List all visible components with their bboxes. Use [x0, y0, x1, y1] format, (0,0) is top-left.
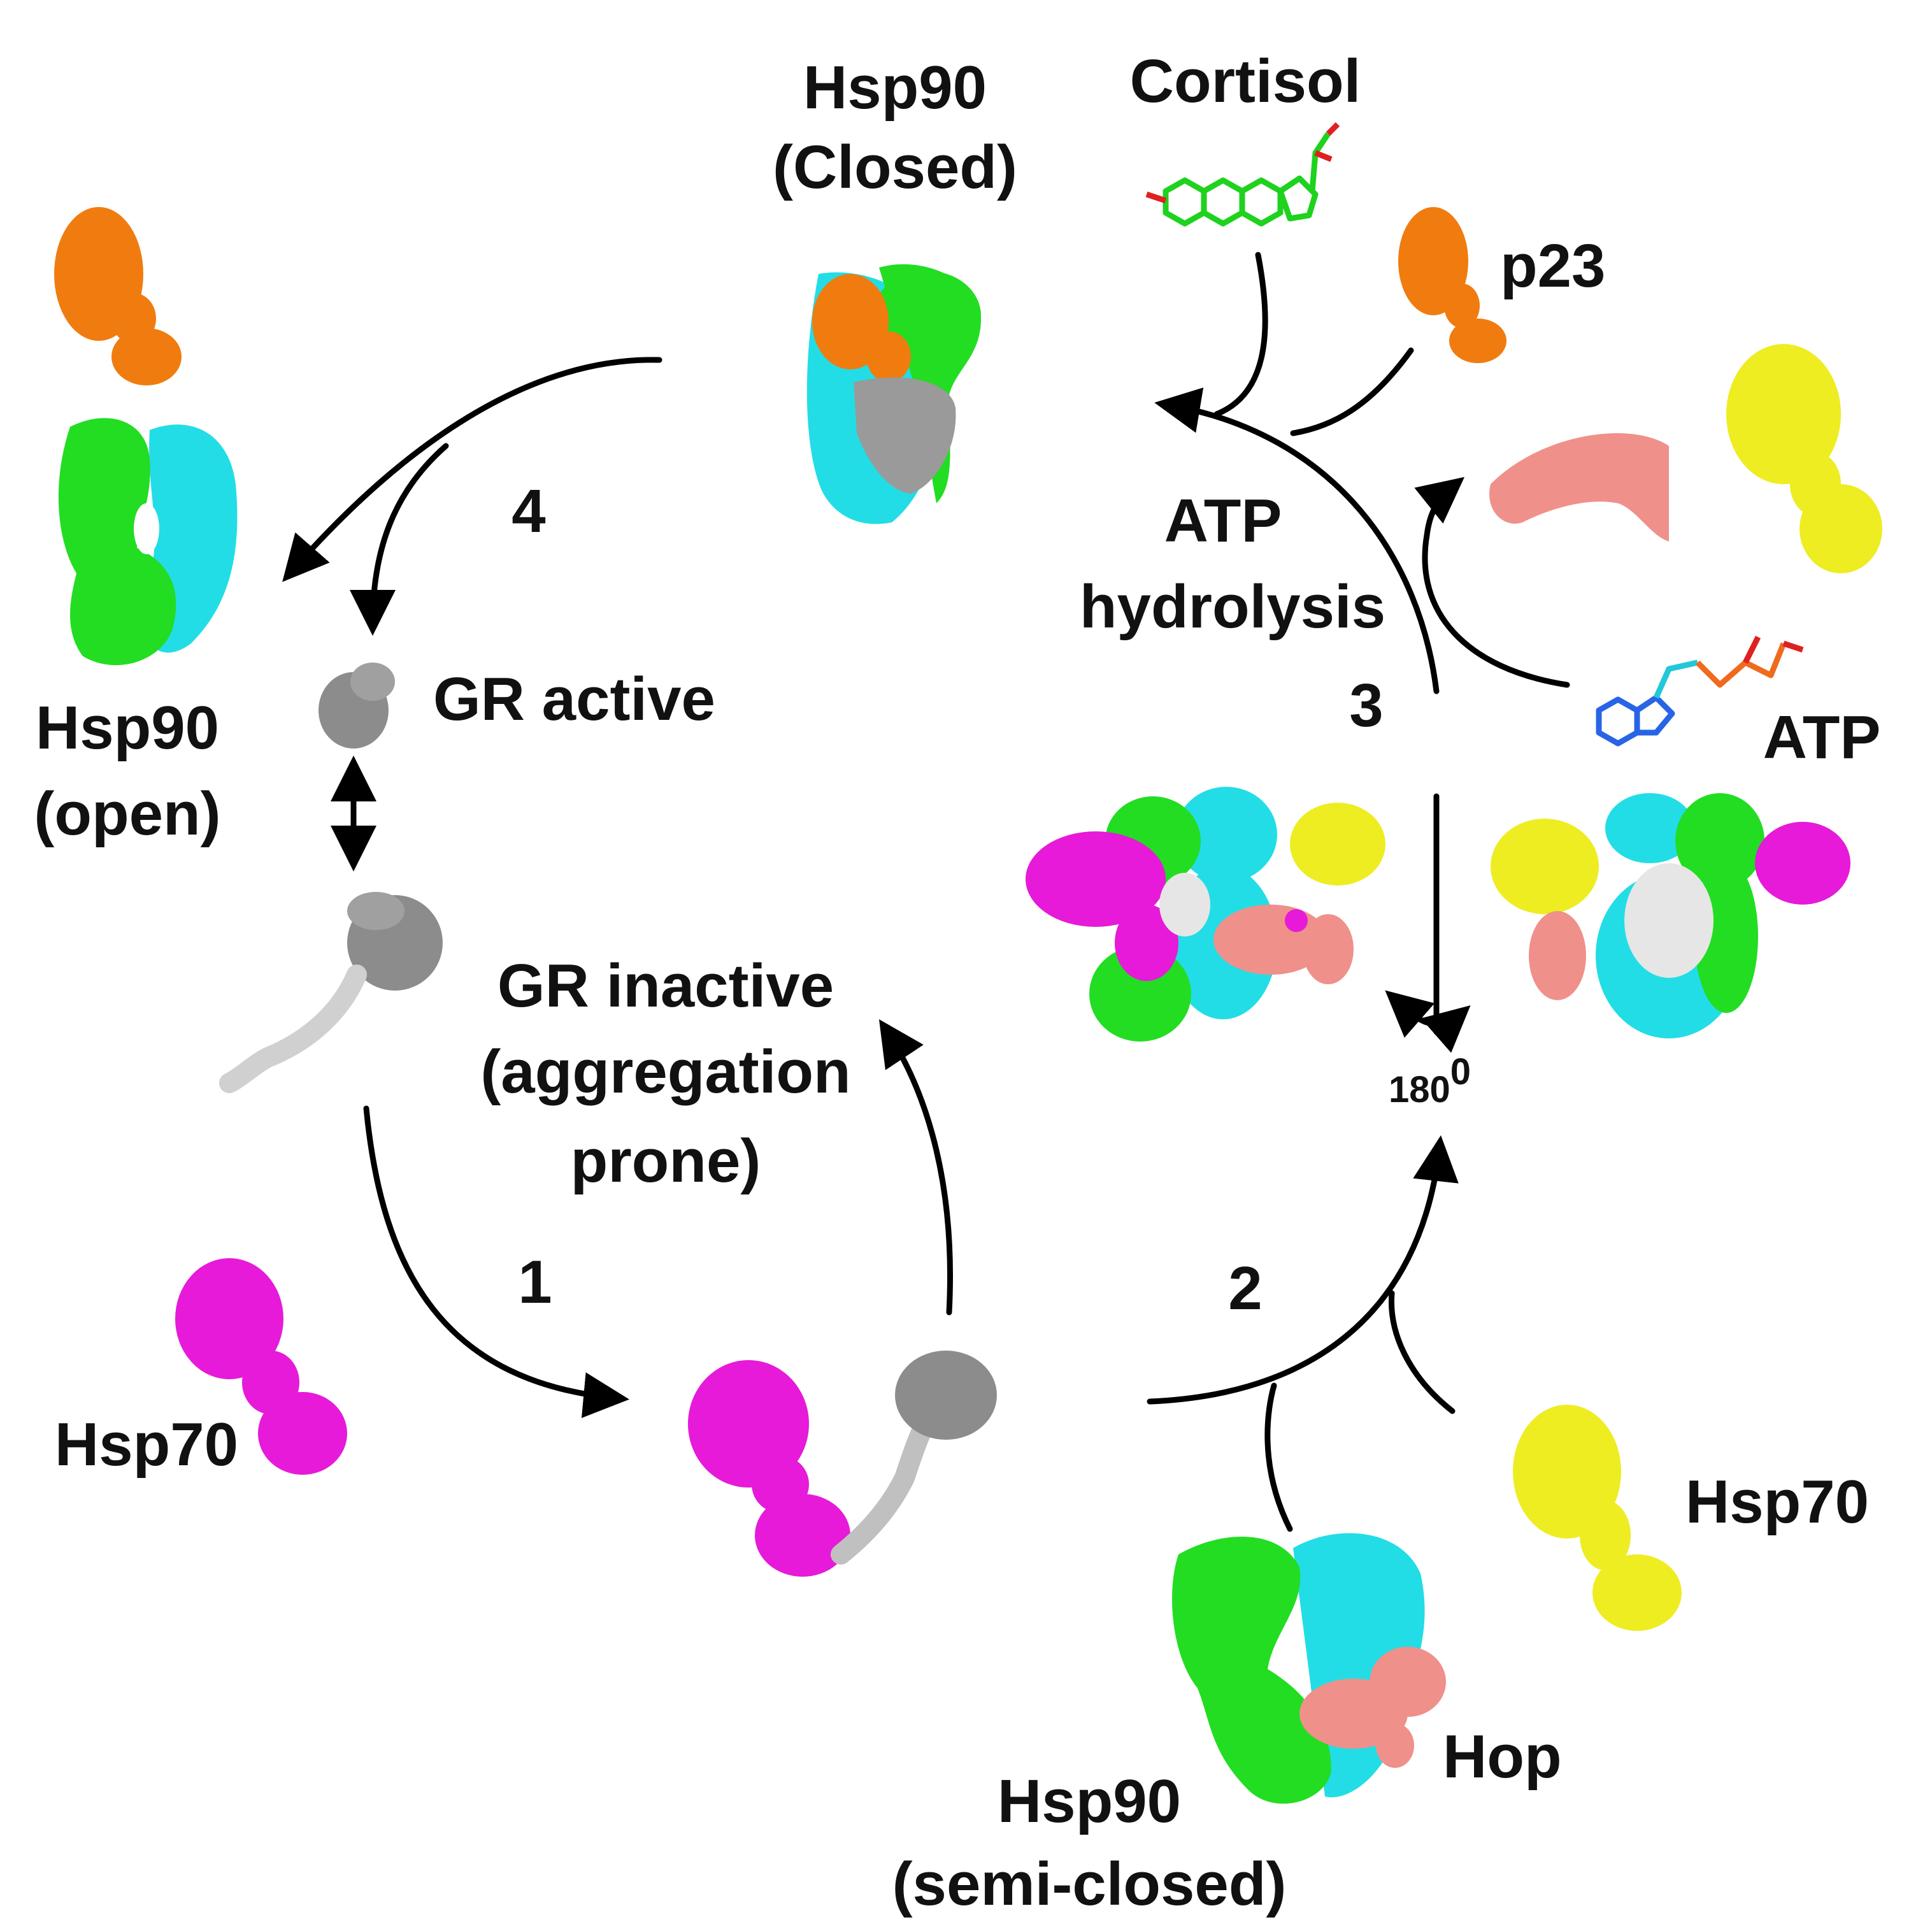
- arrow-step4-to-open: [282, 357, 662, 582]
- hsp70-right-label: Hsp70: [1685, 1468, 1869, 1536]
- arrow-step2: [1147, 1135, 1459, 1405]
- arrow-step2-hsp90-input: [1264, 1382, 1293, 1532]
- hsp90-semi-closed-structure: [1172, 1533, 1446, 1804]
- arrow-step4-to-gr-active: [350, 443, 449, 636]
- labels: Hsp90 (Closed) Cortisol p23 ATP hydrolys…: [34, 47, 1880, 1918]
- rotation-superscript: 0: [1450, 1051, 1471, 1093]
- hsp90-open-label-line1: Hsp90: [36, 694, 219, 762]
- atp-hydrolysis-label-line1: ATP: [1164, 487, 1282, 555]
- gr-loading-complex-front: [1026, 787, 1385, 1042]
- gr-active-structure: [318, 663, 395, 749]
- p23-label: p23: [1500, 232, 1605, 300]
- hsp70-magenta-structure-left: [175, 1258, 347, 1475]
- p23-structure-topleft: [54, 207, 182, 385]
- arrow-to-gr-inactive: [879, 1019, 954, 1316]
- hop-structure-released: [1489, 433, 1669, 541]
- hsp90-semi-closed-label-line2: (semi-closed): [892, 1850, 1287, 1918]
- gr-inactive-structure: [219, 892, 443, 1093]
- step-1-number: 1: [518, 1248, 552, 1316]
- rotation-arc: [1385, 990, 1471, 1053]
- hsp90-semi-closed-label-line1: Hsp90: [998, 1767, 1181, 1835]
- gr-inactive-label-line2: (aggregation: [480, 1038, 850, 1106]
- step-2-number: 2: [1228, 1254, 1262, 1323]
- hsp90-closed-label-line2: (Closed): [773, 133, 1017, 201]
- step-4-number: 4: [512, 477, 545, 545]
- arrow-cortisol-input: [1213, 252, 1268, 417]
- cycle-arrows: [282, 252, 1570, 1532]
- hsp90-closed-label-line1: Hsp90: [803, 54, 987, 122]
- atp-hydrolysis-label-line2: hydrolysis: [1080, 573, 1385, 641]
- gr-loading-complex-rotated: [1491, 793, 1850, 1038]
- hsp70-left-label: Hsp70: [55, 1410, 238, 1479]
- cortisol-molecule: [1145, 122, 1340, 227]
- gr-inactive-label-line1: GR inactive: [497, 952, 834, 1020]
- p23-structure-right: [1398, 207, 1506, 363]
- arrow-step3: [1154, 387, 1440, 694]
- step-3-number: 3: [1349, 671, 1383, 740]
- hsp70-yellow-structure-bottom: [1513, 1405, 1682, 1631]
- arrow-step2-hsp70-input: [1388, 1290, 1456, 1414]
- hsp70-gr-complex-structure: [688, 1351, 997, 1577]
- rotation-value: 180: [1389, 1069, 1450, 1110]
- hsp70-yellow-structure-top: [1726, 344, 1882, 573]
- atp-label: ATP: [1763, 703, 1881, 771]
- arrow-hop-release: [1414, 477, 1570, 688]
- atp-molecule: [1596, 635, 1804, 747]
- gr-active-label: GR active: [433, 665, 715, 733]
- rotation-label: 1800: [1389, 1051, 1471, 1110]
- arrow-p23-input: [1290, 347, 1414, 436]
- arrow-step1: [363, 1105, 629, 1418]
- hsp90-open-structure: [58, 418, 238, 666]
- hsp90-closed-structure: [806, 264, 981, 524]
- cortisol-label: Cortisol: [1130, 47, 1361, 115]
- hsp90-open-label-line2: (open): [34, 780, 220, 848]
- hop-label: Hop: [1443, 1723, 1562, 1791]
- gr-inactive-label-line3: prone): [571, 1127, 761, 1195]
